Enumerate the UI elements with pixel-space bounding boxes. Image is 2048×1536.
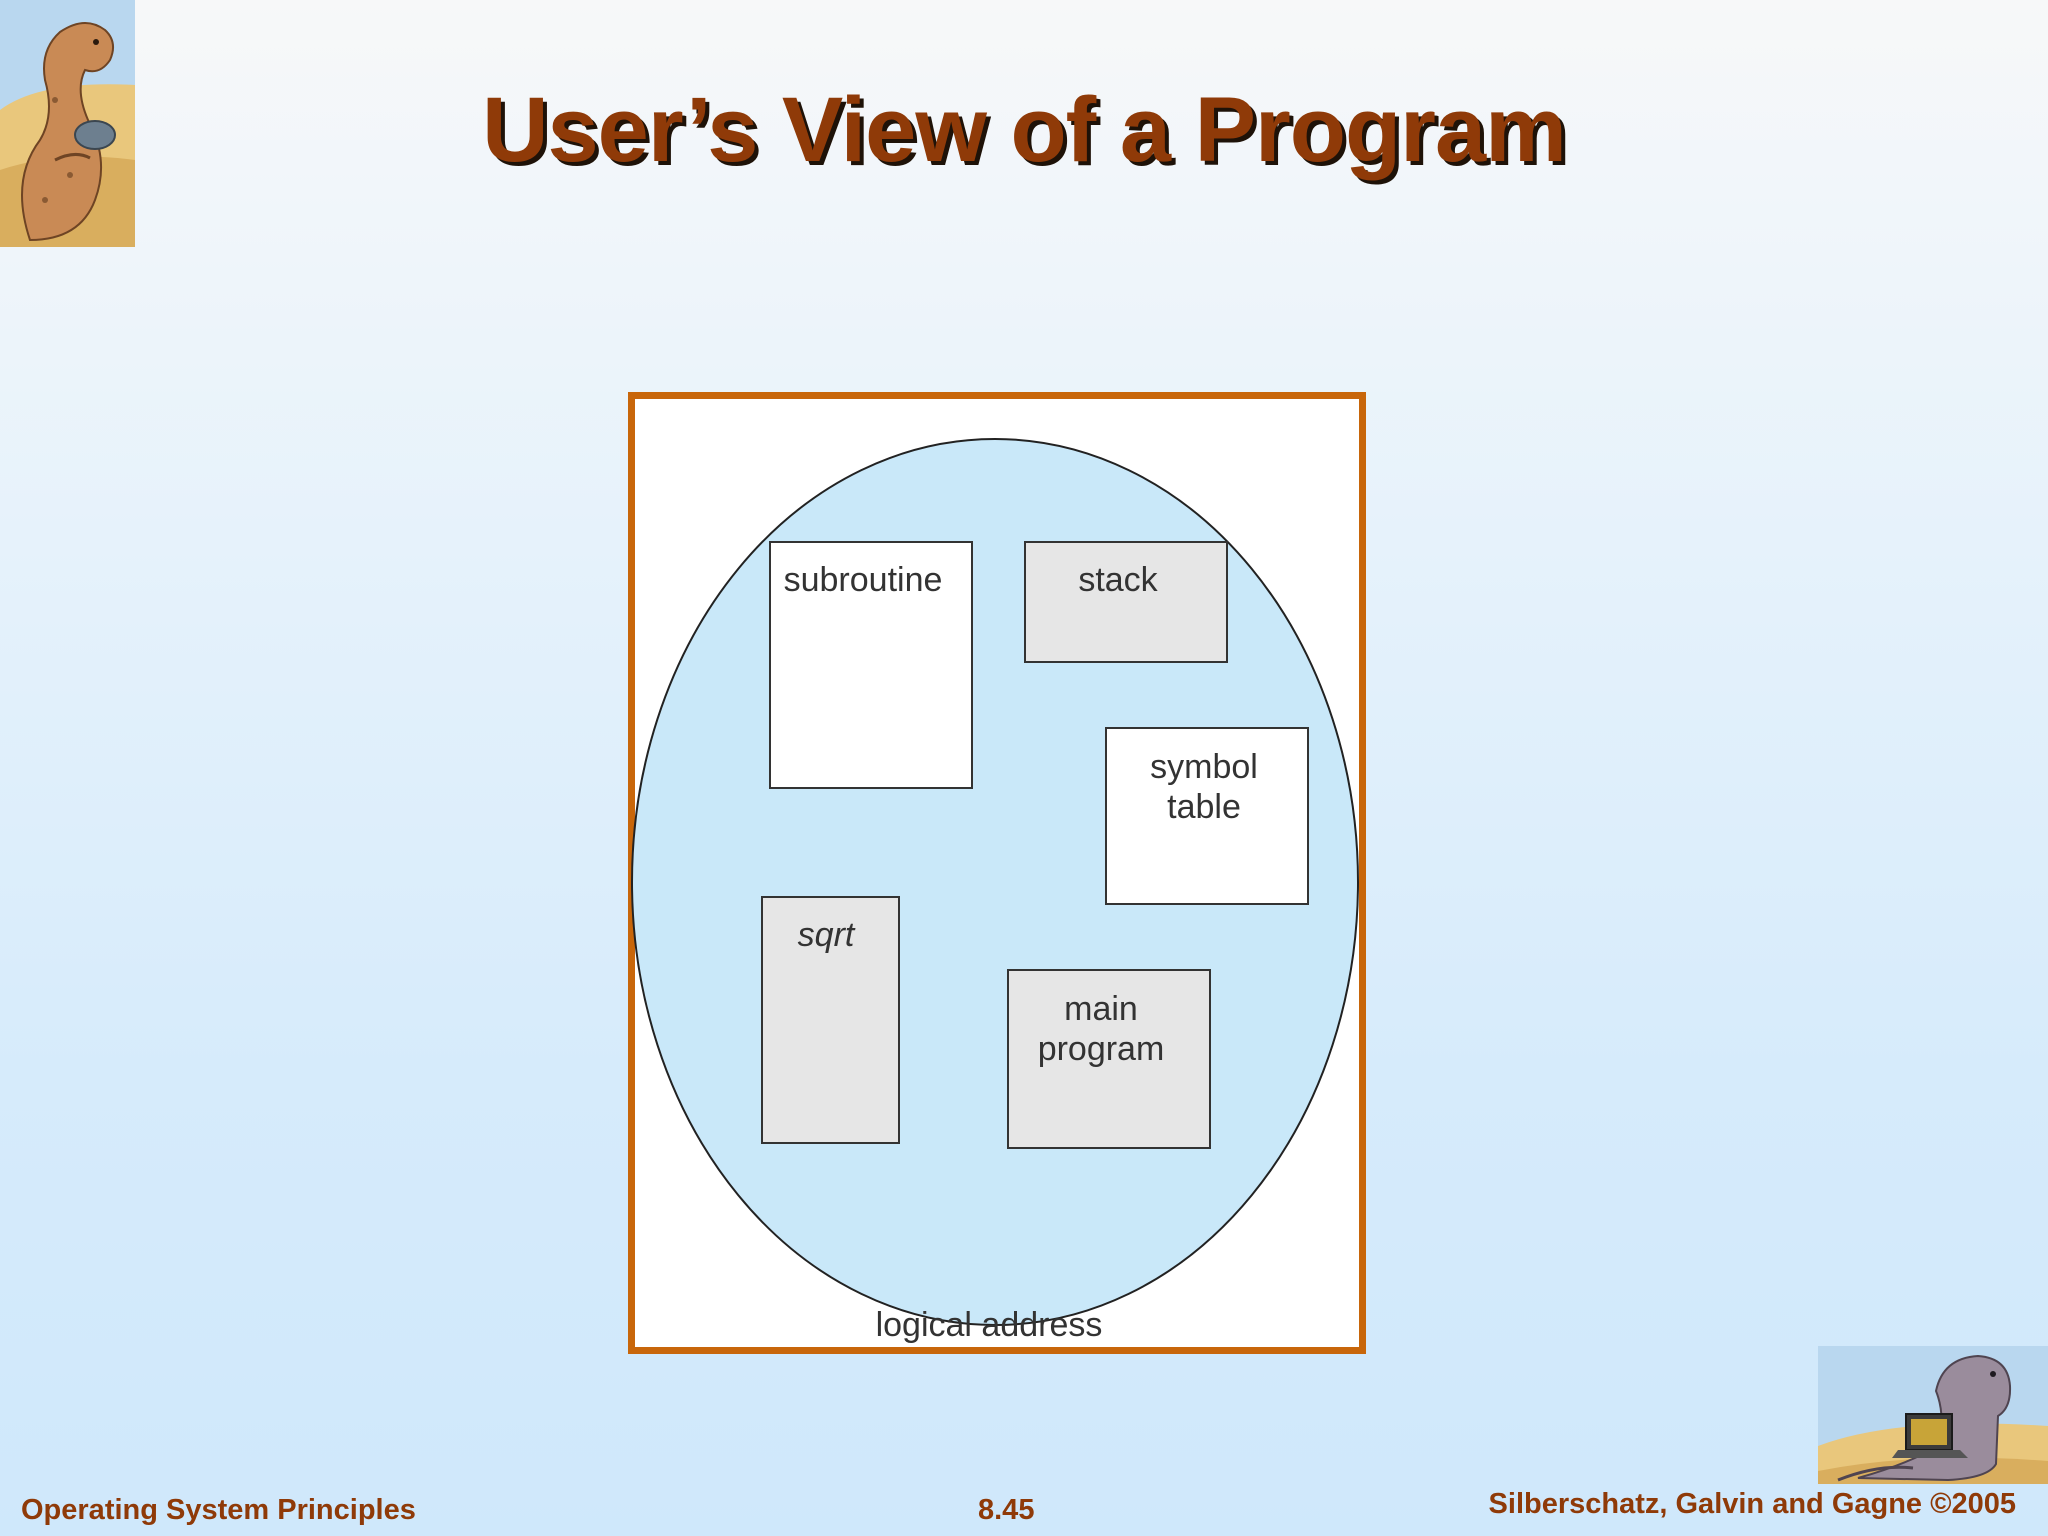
footer-copyright: Silberschatz, Galvin and Gagne ©2005 bbox=[1488, 1488, 2016, 1520]
sqrt-label: sqrt bbox=[798, 916, 856, 954]
stack-segment bbox=[1024, 541, 1228, 663]
main-program-label-line2: program bbox=[1038, 1030, 1165, 1068]
dinosaur-reading-icon bbox=[0, 0, 135, 247]
main-program-segment bbox=[1007, 969, 1211, 1149]
program-segments-diagram: subroutine stack symbol table sqrt main … bbox=[628, 392, 1366, 1354]
sqrt-segment bbox=[761, 896, 900, 1144]
slide-title: User’s View of a Program bbox=[482, 79, 1567, 181]
subroutine-label: subroutine bbox=[784, 561, 943, 599]
slide-number: 8.45 bbox=[978, 1494, 1035, 1526]
main-program-label-line1: main bbox=[1064, 990, 1138, 1028]
logical-address-caption: logical address bbox=[876, 1306, 1103, 1344]
symbol-table-segment bbox=[1105, 727, 1309, 905]
symbol-table-label-line1: symbol bbox=[1150, 748, 1258, 786]
subroutine-segment bbox=[769, 541, 973, 789]
stack-label: stack bbox=[1078, 561, 1158, 599]
symbol-table-label-line2: table bbox=[1167, 788, 1241, 826]
dinosaur-laptop-icon bbox=[1818, 1346, 2048, 1484]
footer-course-name: Operating System Principles bbox=[21, 1494, 416, 1526]
